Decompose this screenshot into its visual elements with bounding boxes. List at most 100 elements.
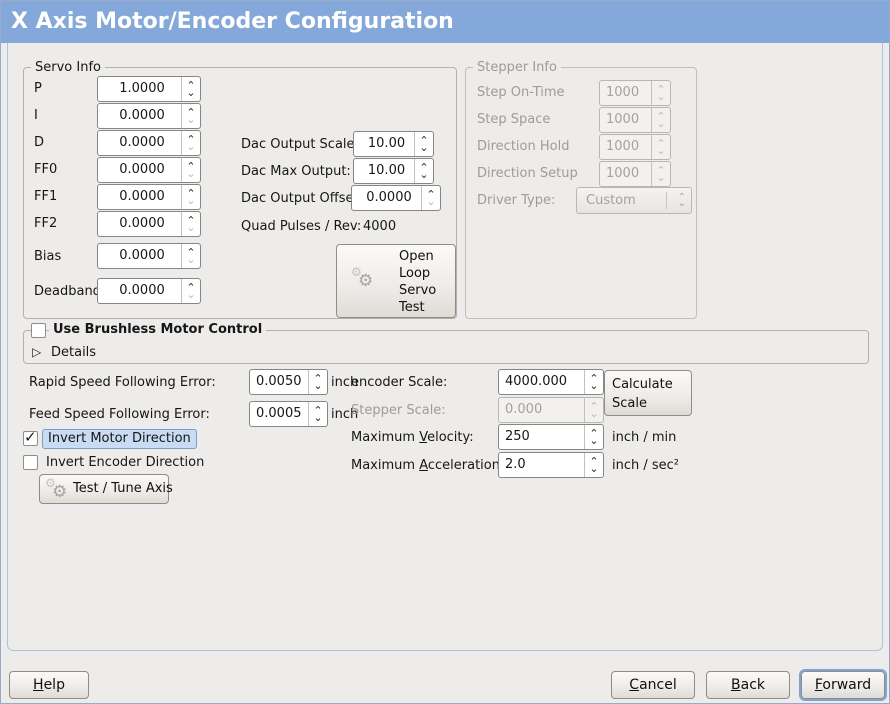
bias-spinner[interactable]: ⌃⌄ xyxy=(181,244,200,268)
maximum-velocity-label: Maximum Velocity: xyxy=(351,430,474,446)
spin-up-icon[interactable]: ⌃ xyxy=(419,134,429,147)
spin-up-icon[interactable]: ⌃ xyxy=(313,372,323,385)
spin-up-icon[interactable]: ⌃ xyxy=(419,161,429,174)
spin-down-icon[interactable]: ⌄ xyxy=(186,140,196,153)
forward-mnemonic: F xyxy=(814,677,823,693)
spin-down-icon[interactable]: ⌄ xyxy=(186,194,196,207)
gear-small-icon: ⚙ xyxy=(45,476,56,490)
spin-up-icon[interactable]: ⌃ xyxy=(186,187,196,200)
details-expander-label[interactable]: Details xyxy=(51,345,97,360)
spin-down-icon[interactable]: ⌄ xyxy=(419,168,429,181)
d-spinner[interactable]: ⌃⌄ xyxy=(181,131,200,155)
maximum-velocity-label-pre: Maximum xyxy=(351,430,420,445)
expander-arrow-icon[interactable]: ▷ xyxy=(32,345,42,359)
spin-down-icon[interactable]: ⌄ xyxy=(313,379,323,392)
invert-motor-direction-label[interactable]: Invert Motor Direction xyxy=(42,429,197,449)
calculate-scale-label: Calculate Scale xyxy=(612,375,673,413)
help-mnemonic: H xyxy=(33,677,44,693)
spin-down-icon[interactable]: ⌄ xyxy=(186,167,196,180)
spin-down-icon[interactable]: ⌄ xyxy=(186,253,196,266)
ff1-spinbox[interactable]: 0.0000 ⌃⌄ xyxy=(97,184,201,210)
combo-separator xyxy=(666,192,667,209)
spin-down-icon[interactable]: ⌄ xyxy=(313,411,323,424)
invert-encoder-direction-checkbox[interactable] xyxy=(23,455,38,470)
ff1-spinner[interactable]: ⌃⌄ xyxy=(181,185,200,209)
step-space-spinbox: 1000 ⌃⌄ xyxy=(599,107,671,133)
maximum-velocity-spinbox[interactable]: 250 ⌃⌄ xyxy=(498,424,604,450)
dac-max-output-spinner[interactable]: ⌃⌄ xyxy=(414,159,433,183)
i-spinbox[interactable]: 0.0000 ⌃⌄ xyxy=(97,103,201,129)
deadband-spinbox[interactable]: 0.0000 ⌃⌄ xyxy=(97,278,201,304)
brushless-checkbox[interactable] xyxy=(31,323,46,338)
dac-max-output-spinbox[interactable]: 10.00 ⌃⌄ xyxy=(353,158,434,184)
spin-down-icon[interactable]: ⌄ xyxy=(186,86,196,99)
spin-up-icon[interactable]: ⌃ xyxy=(589,372,599,385)
dac-max-output-label: Dac Max Output: xyxy=(241,164,351,179)
spin-up-icon[interactable]: ⌃ xyxy=(186,133,196,146)
spin-down-icon[interactable]: ⌄ xyxy=(186,221,196,234)
bias-spinbox[interactable]: 0.0000 ⌃⌄ xyxy=(97,243,201,269)
spin-down-icon[interactable]: ⌄ xyxy=(419,141,429,154)
spin-up-icon[interactable]: ⌃ xyxy=(186,79,196,92)
spin-up-icon[interactable]: ⌃ xyxy=(186,160,196,173)
spin-up-icon: ⌃ xyxy=(656,164,666,177)
dac-output-offset-spinner[interactable]: ⌃⌄ xyxy=(421,186,440,210)
spin-down-icon[interactable]: ⌄ xyxy=(589,379,599,392)
ff0-spinner[interactable]: ⌃⌄ xyxy=(181,158,200,182)
maximum-velocity-spinner[interactable]: ⌃⌄ xyxy=(584,425,603,449)
spin-up-icon[interactable]: ⌃ xyxy=(426,188,436,201)
gear-large-icon: ⚙ xyxy=(52,482,68,502)
deadband-spinner[interactable]: ⌃⌄ xyxy=(181,279,200,303)
maximum-acceleration-spinbox[interactable]: 2.0 ⌃⌄ xyxy=(498,452,604,478)
ff2-spinbox[interactable]: 0.0000 ⌃⌄ xyxy=(97,211,201,237)
ff0-spinbox[interactable]: 0.0000 ⌃⌄ xyxy=(97,157,201,183)
dac-output-scale-spinbox[interactable]: 10.00 ⌃⌄ xyxy=(353,131,434,157)
spin-up-icon[interactable]: ⌃ xyxy=(186,106,196,119)
i-spinner[interactable]: ⌃⌄ xyxy=(181,104,200,128)
spin-up-icon[interactable]: ⌃ xyxy=(186,214,196,227)
rapid-following-error-value: 0.0050 xyxy=(256,374,302,389)
back-button[interactable]: Back xyxy=(706,671,790,699)
brushless-frame xyxy=(23,330,869,364)
p-spinner[interactable]: ⌃⌄ xyxy=(181,77,200,101)
invert-encoder-direction-label[interactable]: Invert Encoder Direction xyxy=(46,455,205,470)
feed-following-error-spinner[interactable]: ⌃⌄ xyxy=(308,402,327,426)
cancel-button[interactable]: Cancel xyxy=(611,671,695,699)
rapid-following-error-spinbox[interactable]: 0.0050 ⌃⌄ xyxy=(249,369,328,395)
p-value: 1.0000 xyxy=(119,81,165,96)
p-spinbox[interactable]: 1.0000 ⌃⌄ xyxy=(97,76,201,102)
spin-up-icon[interactable]: ⌃ xyxy=(186,281,196,294)
forward-button-label: Forward xyxy=(815,677,871,693)
content-frame xyxy=(7,43,883,651)
spin-down-icon[interactable]: ⌄ xyxy=(589,462,599,475)
spin-down-icon[interactable]: ⌄ xyxy=(186,288,196,301)
brushless-checkbox-label[interactable]: Use Brushless Motor Control xyxy=(49,322,267,337)
ff2-spinner[interactable]: ⌃⌄ xyxy=(181,212,200,236)
spin-down-icon[interactable]: ⌄ xyxy=(186,113,196,126)
maximum-acceleration-spinner[interactable]: ⌃⌄ xyxy=(584,453,603,477)
dac-output-scale-label: Dac Output Scale: xyxy=(241,137,359,152)
calculate-scale-button[interactable]: Calculate Scale xyxy=(604,370,692,416)
feed-following-error-spinbox[interactable]: 0.0005 ⌃⌄ xyxy=(249,401,328,427)
spin-down-icon[interactable]: ⌄ xyxy=(589,434,599,447)
test-tune-axis-button[interactable]: ⚙⚙ Test / Tune Axis xyxy=(39,474,173,504)
driver-type-label: Driver Type: xyxy=(477,193,556,208)
spin-up-icon[interactable]: ⌃ xyxy=(186,246,196,259)
spin-up-icon: ⌃ xyxy=(656,110,666,123)
encoder-scale-spinbox[interactable]: 4000.000 ⌃⌄ xyxy=(498,369,604,395)
dac-output-scale-spinner[interactable]: ⌃⌄ xyxy=(414,132,433,156)
forward-button[interactable]: Forward xyxy=(801,671,885,699)
d-spinbox[interactable]: 0.0000 ⌃⌄ xyxy=(97,130,201,156)
spin-up-icon[interactable]: ⌃ xyxy=(313,404,323,417)
encoder-scale-spinner[interactable]: ⌃⌄ xyxy=(584,370,603,394)
help-button[interactable]: Help xyxy=(9,671,89,699)
invert-motor-direction-checkbox[interactable]: ✓ xyxy=(23,428,38,446)
rapid-following-error-spinner[interactable]: ⌃⌄ xyxy=(308,370,327,394)
spin-up-icon[interactable]: ⌃ xyxy=(589,427,599,440)
spin-up-icon[interactable]: ⌃ xyxy=(589,455,599,468)
dac-output-offset-spinbox[interactable]: 0.0000 ⌃⌄ xyxy=(351,185,441,211)
open-loop-servo-test-button[interactable]: ⚙⚙ Open Loop Servo Test xyxy=(336,244,456,318)
ff2-label: FF2 xyxy=(34,216,58,231)
direction-setup-spinner: ⌃⌄ xyxy=(651,162,670,186)
spin-down-icon[interactable]: ⌄ xyxy=(426,195,436,208)
